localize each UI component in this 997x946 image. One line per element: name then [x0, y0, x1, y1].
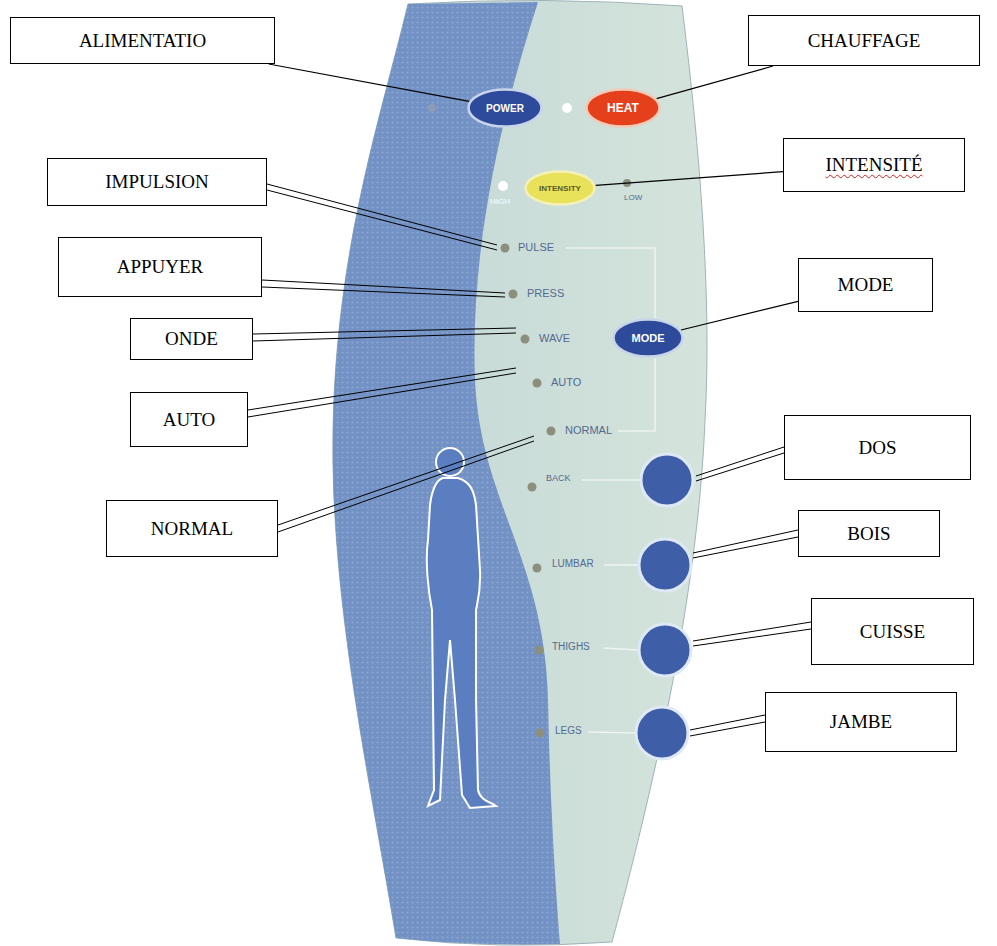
callout-box: JAMBE [765, 692, 957, 752]
remote-body [333, 0, 707, 945]
panel-button: INTENSITY [524, 170, 596, 206]
indicator-dot [428, 104, 436, 112]
panel-label: LOW [624, 193, 642, 202]
callout-text: BOIS [847, 523, 890, 545]
panel-label: AUTO [551, 376, 581, 388]
callout-text: CUISSE [860, 621, 925, 643]
callout-box: APPUYER [58, 237, 262, 297]
callout-text: NORMAL [151, 518, 233, 540]
panel-label: HIGH [490, 197, 510, 206]
panel-label: THIGHS [552, 641, 590, 652]
callout-box: BOIS [798, 510, 940, 557]
button-outline [469, 90, 542, 127]
callout-text: IMPULSION [105, 171, 208, 193]
indicator-dot [562, 103, 572, 113]
callout-box: NORMAL [106, 500, 278, 557]
callout-box: AUTO [130, 392, 248, 447]
remote-dark-band [333, 2, 560, 944]
leader-line [269, 64, 469, 101]
callout-text: ONDE [165, 328, 218, 350]
callout-box: CHAUFFAGE [748, 15, 980, 66]
button-outline [587, 90, 660, 127]
leader-lines [248, 184, 811, 736]
callout-text: CHAUFFAGE [808, 30, 921, 52]
leader-line [657, 66, 773, 99]
button-text: HEAT [607, 101, 639, 115]
panel-label: WAVE [539, 332, 570, 344]
zone-buttons [636, 454, 693, 759]
panel-label: NORMAL [565, 424, 612, 436]
callout-box: INTENSITÉ [783, 138, 965, 192]
callout-text: INTENSITÉ [825, 154, 922, 176]
callout-text: JAMBE [830, 711, 892, 733]
panel-label: PULSE [518, 241, 554, 253]
panel-button: MODE [612, 318, 684, 358]
panel-label: BACK [546, 473, 571, 483]
remote-halftone [333, 2, 560, 944]
panel-label: PRESS [527, 287, 564, 299]
button-text: POWER [486, 103, 524, 114]
callout-text: AUTO [163, 409, 215, 431]
callout-text: MODE [838, 274, 894, 296]
callout-box: IMPULSION [47, 158, 267, 206]
panel-label: LEGS [555, 725, 582, 736]
button-outline [526, 172, 595, 205]
callout-text: APPUYER [117, 256, 204, 278]
indicator-dot [498, 181, 508, 191]
callout-box: ALIMENTATIO [10, 17, 275, 64]
panel-button: HEAT [585, 88, 661, 128]
button-text: INTENSITY [539, 184, 581, 193]
callout-box: MODE [798, 258, 933, 312]
panel-label: LUMBAR [552, 558, 594, 569]
callout-box: DOS [784, 415, 971, 480]
callout-text: ALIMENTATIO [79, 30, 206, 52]
callout-text: DOS [858, 437, 896, 459]
body-figure [427, 448, 496, 808]
leader-line [681, 301, 798, 330]
button-outline [614, 320, 683, 357]
button-text: MODE [632, 332, 665, 344]
callout-box: ONDE [130, 318, 253, 360]
callout-box: CUISSE [811, 598, 974, 665]
mode-leds [501, 244, 556, 738]
leader-line [596, 172, 783, 186]
panel-button: POWER [467, 88, 543, 128]
